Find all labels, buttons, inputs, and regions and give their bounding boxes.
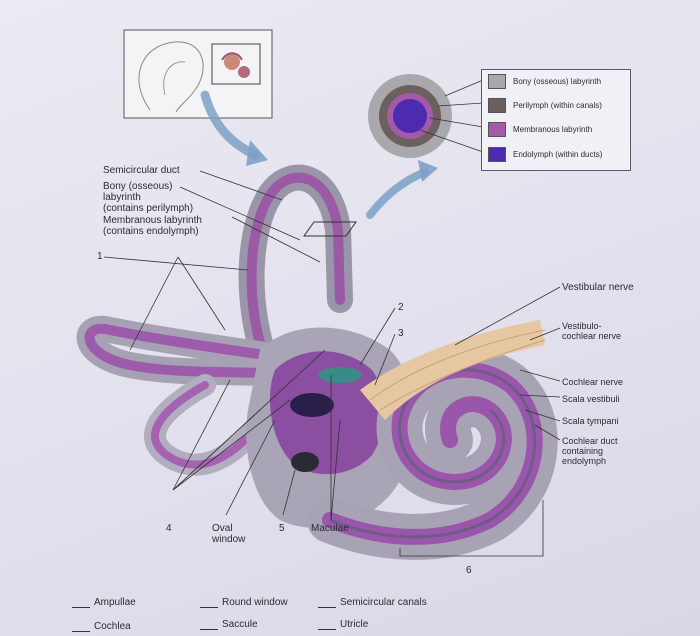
legend-label: Bony (osseous) labyrinth <box>513 76 602 86</box>
legend-item-membranous-labyrinth: Membranous labyrinth <box>488 121 593 137</box>
ear-inset <box>123 29 273 119</box>
cross-section-arrow <box>366 168 429 219</box>
legend-item-bony-labyrinth: Bony (osseous) labyrinth <box>488 73 602 89</box>
answer-text: Ampullae <box>94 597 136 608</box>
number-6: 6 <box>466 565 472 576</box>
number-4: 4 <box>166 523 172 534</box>
answer-semicircular-canals[interactable]: Semicircular canals <box>318 597 427 608</box>
leader-lines <box>103 170 561 557</box>
answer-utricle[interactable]: Utricle <box>318 619 368 630</box>
answer-blank[interactable] <box>200 606 218 608</box>
legend-label: Perilymph (within canals) <box>513 100 602 110</box>
answer-blank[interactable] <box>318 606 336 608</box>
answer-text: Round window <box>222 597 288 608</box>
answer-blank[interactable] <box>200 628 218 630</box>
answer-round-window[interactable]: Round window <box>200 597 288 608</box>
label-semicircular-duct: Semicircular duct <box>103 165 180 176</box>
label-cochlear-duct: Cochlear duct containing endolymph <box>562 436 618 466</box>
legend-swatch <box>488 73 506 89</box>
cross-section <box>368 74 452 158</box>
label-bony-labyrinth: Bony (osseous) labyrinth (contains peril… <box>103 181 194 214</box>
answer-saccule[interactable]: Saccule <box>200 619 258 630</box>
vestibulocochlear-nerve <box>360 320 546 420</box>
legend-swatch <box>488 97 506 113</box>
answer-text: Semicircular canals <box>340 597 427 608</box>
legend-item-perilymph: Perilymph (within canals) <box>488 97 602 113</box>
label-membranous-labyrinth: Membranous labyrinth (contains endolymph… <box>103 215 202 237</box>
answer-blank[interactable] <box>318 628 336 630</box>
legend-swatch <box>488 121 506 137</box>
legend-swatch <box>488 146 506 162</box>
label-scala-tympani: Scala tympani <box>562 416 619 426</box>
legend-label: Endolymph (within ducts) <box>513 149 603 159</box>
answer-text: Saccule <box>222 619 258 630</box>
answer-cochlea[interactable]: Cochlea <box>72 621 131 632</box>
label-cochlear-nerve: Cochlear nerve <box>562 377 624 387</box>
legend-item-endolymph: Endolymph (within ducts) <box>488 146 603 162</box>
answer-text: Utricle <box>340 619 369 630</box>
semicircular-canals <box>76 164 353 476</box>
number-2: 2 <box>398 302 404 313</box>
vestibule <box>246 327 414 528</box>
label-scala-vestibuli: Scala vestibuli <box>562 394 620 404</box>
label-maculae: Maculae <box>311 523 349 534</box>
answer-blank[interactable] <box>72 606 90 608</box>
label-oval-window: Oval window <box>212 523 246 545</box>
number-5: 5 <box>279 523 285 534</box>
label-vestibulocochlear-nerve: Vestibulo- cochlear nerve <box>562 321 622 341</box>
section-plane <box>303 221 357 237</box>
legend-label: Membranous labyrinth <box>513 124 593 134</box>
label-vestibular-nerve: Vestibular nerve <box>562 282 634 293</box>
answer-blank[interactable] <box>72 630 90 632</box>
answer-ampullae[interactable]: Ampullae <box>72 597 136 608</box>
number-3: 3 <box>398 328 404 339</box>
answer-text: Cochlea <box>94 621 131 632</box>
legend-box: Bony (osseous) labyrinth Perilymph (with… <box>481 69 631 171</box>
number-1: 1 <box>97 251 103 262</box>
